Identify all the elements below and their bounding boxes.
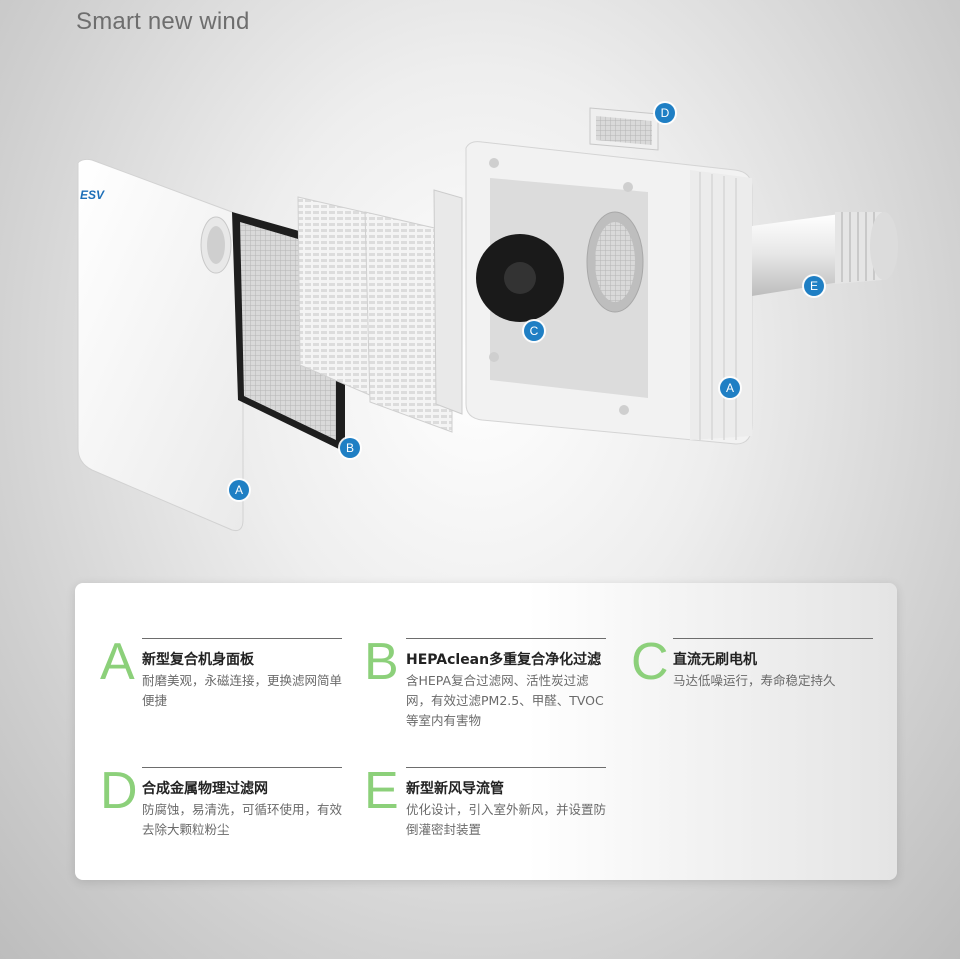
feature-description: 优化设计，引入室外新风，并设置防倒灌密封装置 — [406, 802, 607, 837]
feature-description: 含HEPA复合过滤网、活性炭过滤网，有效过滤PM2.5、甲醛、TVOC等室内有害… — [406, 673, 604, 728]
divider — [142, 767, 342, 768]
feature-title: HEPAclean多重复合净化过滤 — [406, 652, 602, 668]
feature-letter: A — [100, 633, 135, 691]
feature-title: 新型新风导流管 — [406, 781, 504, 797]
feature-d: D 合成金属物理过滤网 防腐蚀，易清洗，可循环使用，有效去除大颗粒粉尘 — [100, 762, 342, 877]
marker-e-duct: E — [804, 276, 824, 296]
feature-letter: C — [631, 633, 669, 691]
feature-letter: E — [364, 762, 399, 820]
grille-frames — [297, 189, 463, 433]
marker-a-panel: A — [229, 480, 249, 500]
marker-b-filter: B — [340, 438, 360, 458]
feature-title: 直流无刷电机 — [673, 652, 757, 668]
feature-b: B HEPAclean多重复合净化过滤 含HEPA复合过滤网、活性炭过滤网，有效… — [364, 633, 606, 748]
feature-description: 马达低噪运行，寿命稳定持久 — [673, 673, 836, 688]
features-panel: A 新型复合机身面板 耐磨美观，永磁连接，更换滤网简单便捷 B HEPAclea… — [75, 583, 897, 880]
divider — [673, 638, 873, 639]
air-duct — [752, 212, 898, 296]
marker-d-metal-filter: D — [655, 103, 675, 123]
divider — [142, 638, 342, 639]
feature-title: 合成金属物理过滤网 — [142, 781, 268, 797]
feature-letter: B — [364, 633, 399, 691]
page-title: Smart new wind — [76, 8, 250, 35]
feature-description: 防腐蚀，易清洗，可循环使用，有效去除大颗粒粉尘 — [142, 802, 343, 837]
feature-description: 耐磨美观，永磁连接，更换滤网简单便捷 — [142, 673, 343, 708]
brand-logo: ESV — [80, 188, 105, 202]
divider — [406, 638, 606, 639]
feature-e: E 新型新风导流管 优化设计，引入室外新风，并设置防倒灌密封装置 — [364, 762, 606, 877]
feature-a: A 新型复合机身面板 耐磨美观，永磁连接，更换滤网简单便捷 — [100, 633, 342, 748]
front-panel — [77, 158, 244, 531]
main-housing — [465, 141, 753, 445]
product-exploded-illustration — [77, 107, 898, 531]
metal-filter — [589, 107, 659, 151]
feature-c: C 直流无刷电机 马达低噪运行，寿命稳定持久 — [631, 633, 873, 748]
marker-a-housing: A — [720, 378, 740, 398]
feature-letter: D — [100, 762, 138, 820]
divider — [406, 767, 606, 768]
marker-c-motor: C — [524, 321, 544, 341]
feature-title: 新型复合机身面板 — [142, 652, 254, 668]
